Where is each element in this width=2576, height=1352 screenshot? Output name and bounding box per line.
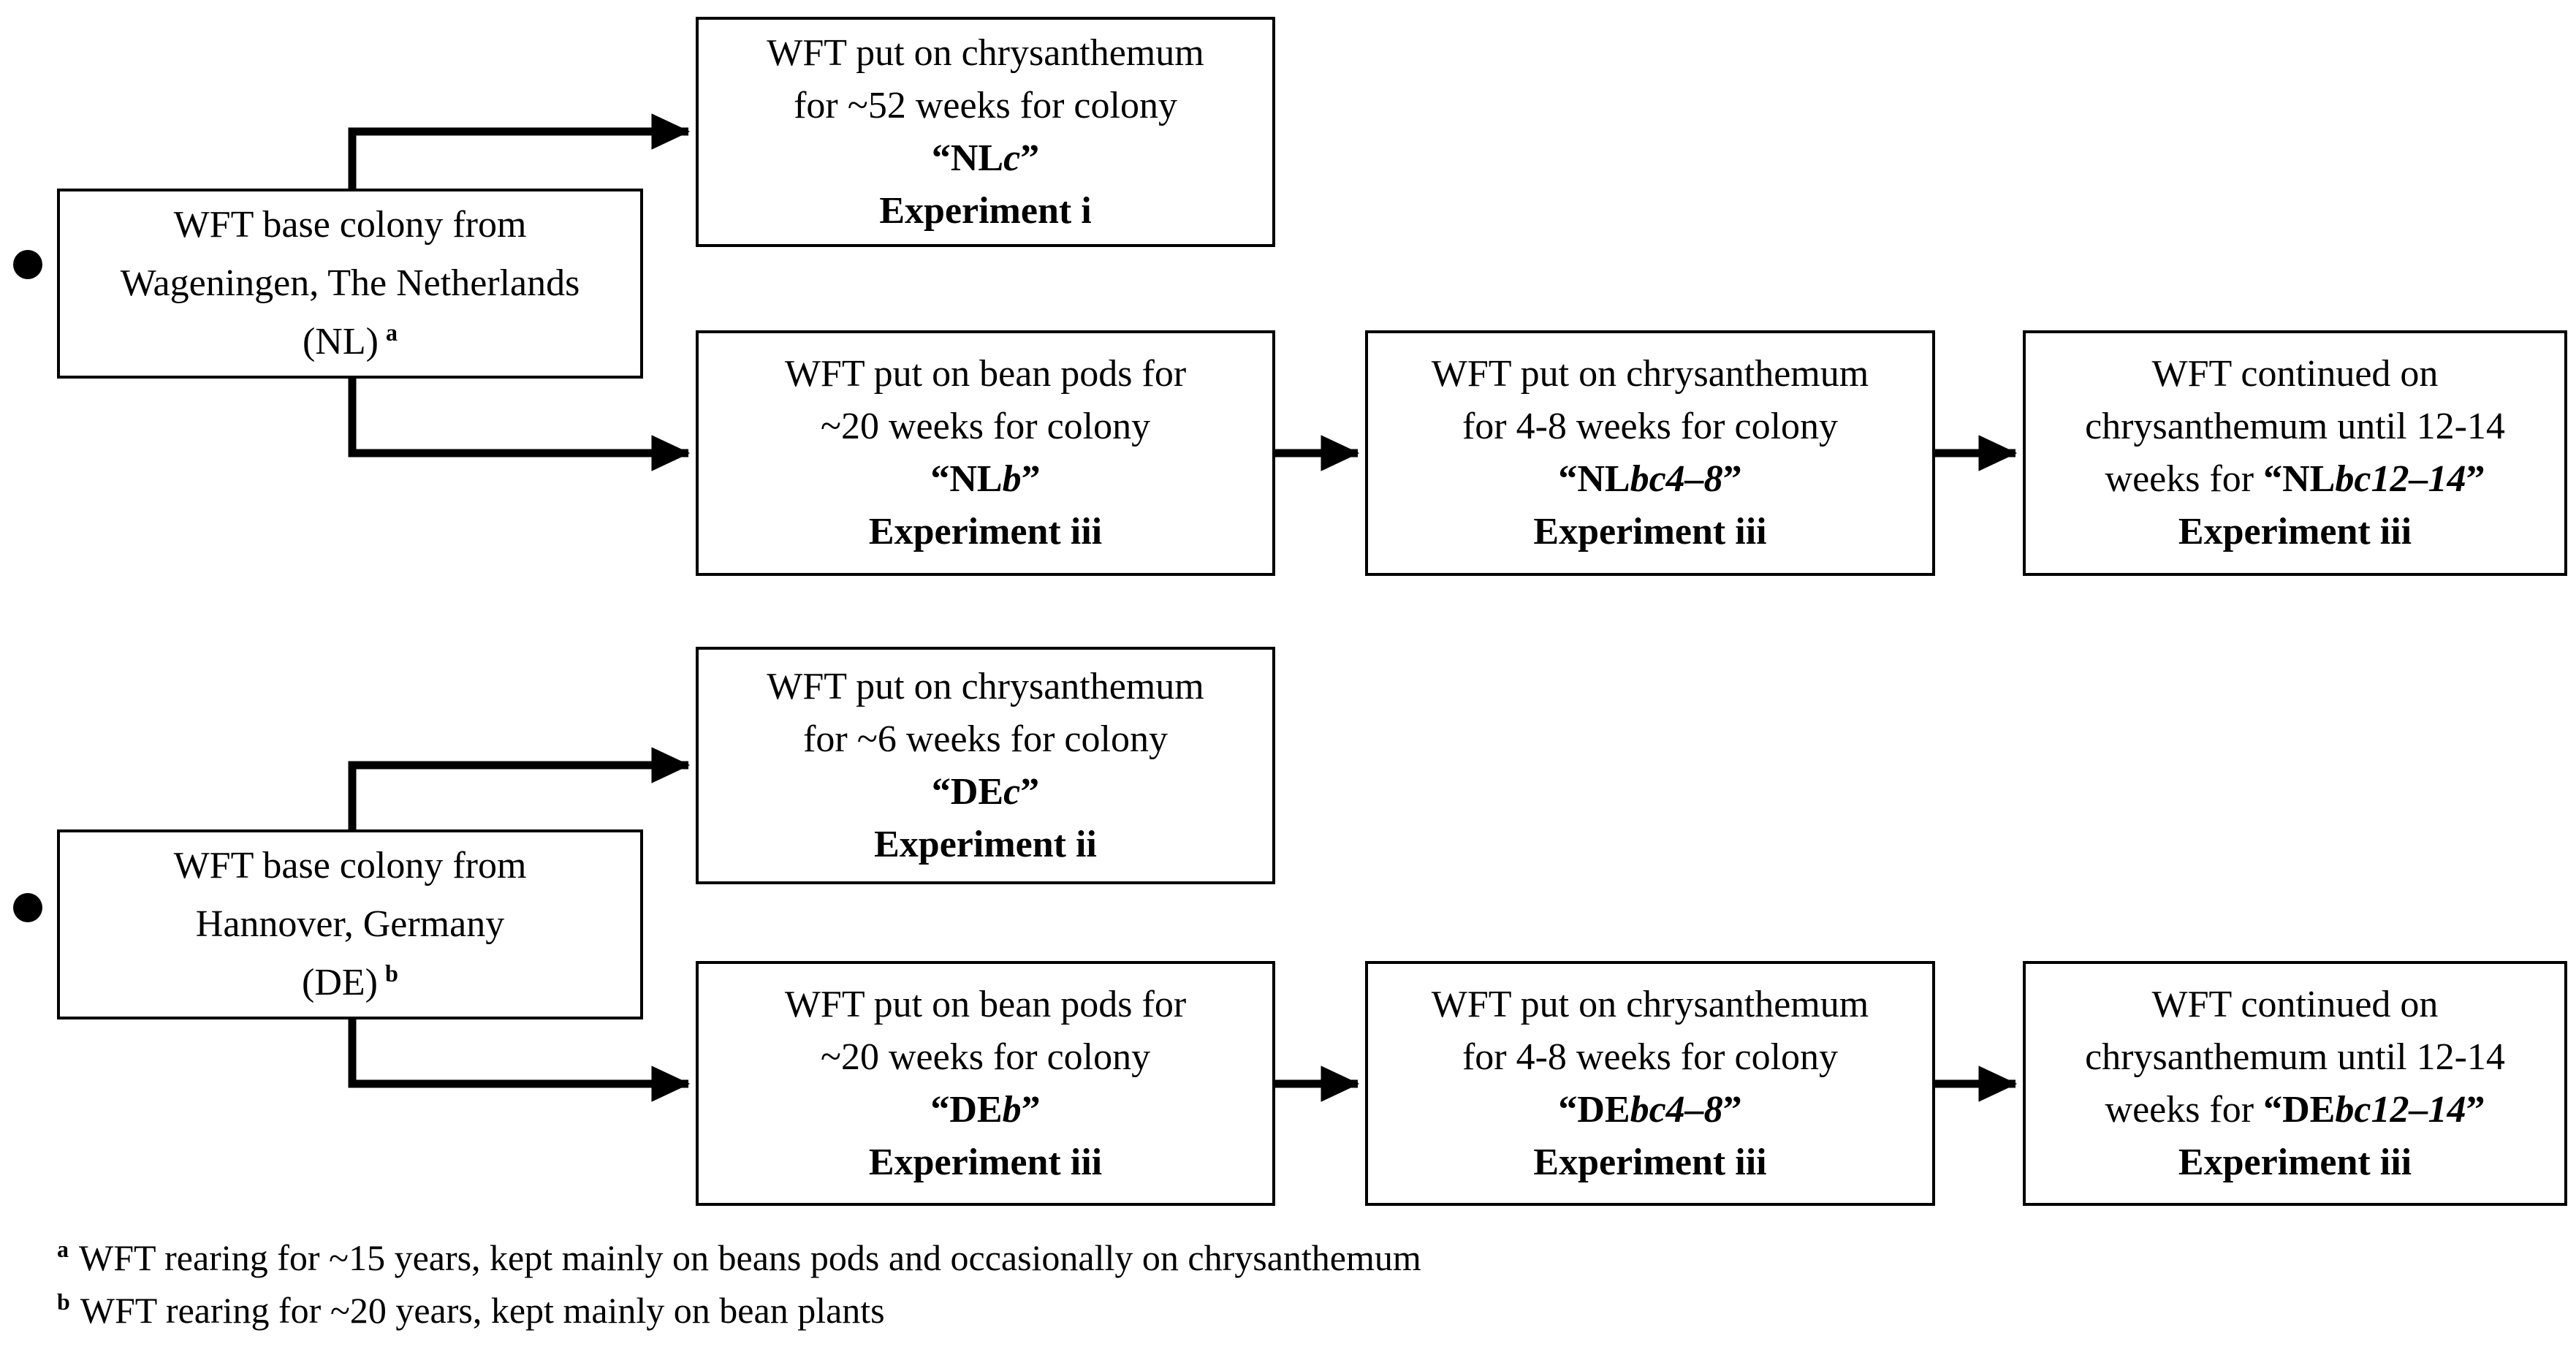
colony-prefix: DE — [1577, 1088, 1630, 1131]
experiment-label: Experiment iii — [868, 1141, 1103, 1183]
colony-suffix: b — [1002, 458, 1022, 500]
colony-prefix: DE — [950, 770, 1004, 813]
box-text-line: WFT put on chrysanthemum — [1431, 353, 1869, 395]
colony-suffix: b — [1002, 1088, 1022, 1131]
close-quote: ” — [1021, 458, 1041, 500]
close-quote: ” — [1020, 770, 1040, 813]
box-text-line: ~20 weeks for colony — [820, 1036, 1151, 1078]
colony-suffix: c — [1003, 137, 1021, 179]
box-text-line: WFT base colony from — [173, 845, 527, 886]
box-nl-bc4-8: WFT put on chrysanthemum for 4-8 weeks f… — [1365, 330, 1935, 576]
colony-name-line: weeks for “DEbc12–14” — [2105, 1084, 2485, 1136]
box-text-line: (DE) b — [302, 954, 398, 1012]
open-quote: “ — [1558, 1088, 1578, 1131]
colony-prefix: NL — [2282, 458, 2336, 500]
colony-pre-text: weeks for — [2105, 458, 2264, 500]
colony-pre-text: weeks for — [2105, 1088, 2264, 1131]
close-quote: ” — [1021, 1088, 1041, 1131]
box-de-c: WFT put on chrysanthemum for ~6 weeks fo… — [696, 647, 1275, 884]
footnote-b-marker: b — [57, 1288, 70, 1315]
close-quote: ” — [1722, 1088, 1742, 1131]
box-nl-c: WFT put on chrysanthemum for ~52 weeks f… — [696, 17, 1275, 247]
box-text-line: chrysanthemum until 12-14 — [2085, 406, 2505, 447]
footnote-a-text: WFT rearing for ~15 years, kept mainly o… — [79, 1237, 1421, 1278]
colony-prefix: DE — [949, 1088, 1003, 1131]
experiment-label: Experiment iii — [2178, 1141, 2412, 1183]
experiment-label: Experiment iii — [868, 511, 1103, 552]
colony-suffix: bc4–8 — [1630, 1088, 1723, 1131]
footnote-b: b WFT rearing for ~20 years, kept mainly … — [57, 1289, 885, 1332]
footnote-ref-b: b — [385, 960, 398, 987]
connector-debase-to-deb — [348, 1019, 691, 1102]
box-de-bc4-8: WFT put on chrysanthemum for 4-8 weeks f… — [1365, 961, 1935, 1206]
open-quote: “ — [931, 137, 951, 179]
footnote-ref-a: a — [385, 319, 398, 346]
close-quote: ” — [2466, 1088, 2485, 1131]
colony-name-line: “NLb” — [930, 453, 1040, 506]
box-text-line: WFT base colony from — [173, 204, 527, 246]
colony-suffix: c — [1003, 770, 1021, 813]
open-quote: “ — [930, 1088, 950, 1131]
box-text-line: Wageningen, The Netherlands — [120, 262, 580, 304]
colony-suffix: bc12–14 — [2335, 458, 2466, 500]
box-nl-base-colony: WFT base colony from Wageningen, The Net… — [57, 189, 643, 379]
box-text-line: WFT put on chrysanthemum — [767, 665, 1204, 707]
experiment-label: Experiment iii — [2178, 511, 2412, 552]
connector-nlbase-to-nlc — [348, 113, 691, 189]
box-text-line: WFT put on chrysanthemum — [767, 31, 1204, 74]
colony-suffix: bc4–8 — [1630, 458, 1723, 500]
close-quote: ” — [1020, 137, 1040, 179]
experiment-label: Experiment ii — [874, 823, 1097, 865]
box-text-line: for ~6 weeks for colony — [803, 718, 1168, 760]
box-de-bc12-14: WFT continued on chrysanthemum until 12-… — [2023, 961, 2567, 1206]
colony-name-line: “DEc” — [932, 766, 1039, 819]
footnote-b-text: WFT rearing for ~20 years, kept mainly o… — [80, 1290, 885, 1331]
box-nl-b: WFT put on bean pods for ~20 weeks for c… — [696, 330, 1275, 576]
colony-name-line: “DEbc4–8” — [1558, 1084, 1741, 1136]
experiment-label: Experiment i — [879, 189, 1092, 232]
box-text-line: WFT continued on — [2151, 983, 2439, 1025]
colony-code: (DE) — [302, 962, 378, 1003]
connector-nlbase-to-nlb — [348, 379, 691, 471]
open-quote: “ — [931, 770, 951, 813]
box-text-line: for ~52 weeks for colony — [794, 84, 1177, 126]
footnote-a-marker: a — [57, 1236, 69, 1263]
box-text-line: (NL)a — [303, 313, 398, 371]
open-quote: “ — [1558, 458, 1578, 500]
box-text-line: chrysanthemum until 12-14 — [2085, 1036, 2505, 1078]
close-quote: ” — [2466, 458, 2485, 500]
colony-code: (NL) — [302, 321, 379, 362]
box-text-line: Hannover, Germany — [195, 903, 505, 945]
box-text-line: WFT put on bean pods for — [784, 983, 1187, 1025]
box-de-b: WFT put on bean pods for ~20 weeks for c… — [696, 961, 1275, 1206]
colony-name-line: “NLbc4–8” — [1558, 453, 1741, 506]
open-quote: “ — [930, 458, 950, 500]
colony-name-line: “NLc” — [932, 132, 1039, 185]
box-text-line: for 4-8 weeks for colony — [1462, 1036, 1839, 1078]
colony-prefix: NL — [1577, 458, 1630, 500]
experiment-label: Experiment iii — [1533, 1141, 1767, 1183]
close-quote: ” — [1722, 458, 1742, 500]
colony-name-line: “DEb” — [930, 1084, 1040, 1136]
colony-prefix: NL — [949, 458, 1003, 500]
box-text-line: WFT continued on — [2151, 353, 2439, 395]
box-text-line: WFT put on chrysanthemum — [1431, 983, 1869, 1025]
colony-name-line: weeks for “NLbc12–14” — [2105, 453, 2485, 506]
box-nl-bc12-14: WFT continued on chrysanthemum until 12-… — [2023, 330, 2567, 576]
colony-suffix: bc12–14 — [2335, 1088, 2466, 1131]
box-text-line: for 4-8 weeks for colony — [1462, 406, 1839, 447]
footnote-a: a WFT rearing for ~15 years, kept mainly … — [57, 1237, 1421, 1279]
box-text-line: WFT put on bean pods for — [784, 353, 1187, 395]
open-quote: “ — [2263, 1088, 2283, 1131]
bullet-icon — [13, 250, 42, 279]
colony-prefix: NL — [950, 137, 1004, 179]
open-quote: “ — [2263, 458, 2283, 500]
colony-prefix: DE — [2282, 1088, 2336, 1131]
connector-debase-to-dec — [348, 747, 691, 829]
experiment-label: Experiment iii — [1533, 511, 1767, 552]
box-de-base-colony: WFT base colony from Hannover, Germany (… — [57, 829, 643, 1019]
bullet-icon — [13, 893, 42, 922]
box-text-line: ~20 weeks for colony — [820, 406, 1151, 447]
